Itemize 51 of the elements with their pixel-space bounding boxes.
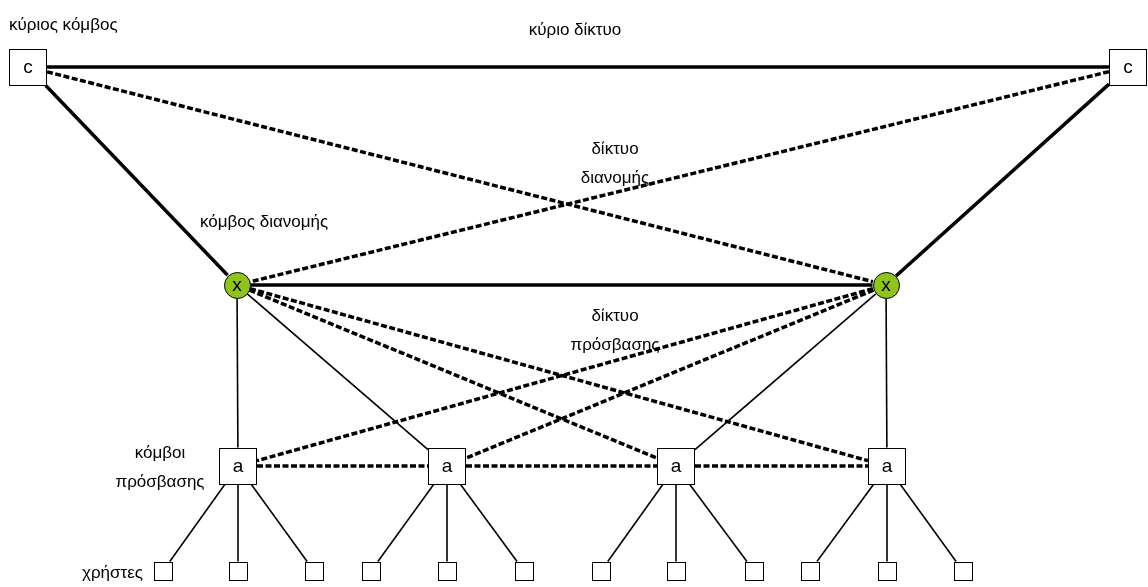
connector-line (250, 283, 873, 287)
connector-line (465, 288, 875, 460)
connector-line (466, 464, 657, 468)
connector-line (816, 483, 875, 563)
node-box (877, 561, 897, 581)
node-caption: κύριος κόμβος (9, 14, 118, 36)
connector-line (607, 483, 664, 563)
network-label: δίκτυο διανομής (579, 138, 651, 189)
node-box: a (428, 447, 466, 485)
node-box (153, 561, 173, 581)
node-caption: χρήστες (82, 562, 144, 584)
connector-line (44, 84, 229, 277)
node-box: c (1109, 48, 1147, 86)
connector-line (459, 483, 518, 563)
network-label: κύριο δίκτυο (527, 19, 623, 41)
node-box (744, 561, 764, 581)
node-box (514, 561, 534, 581)
connector-line (236, 297, 239, 449)
connector-line (894, 82, 1111, 278)
node-box (800, 561, 820, 581)
connector-line (688, 483, 748, 563)
connector-line (886, 483, 888, 563)
node-box (953, 561, 973, 581)
connector-line (46, 70, 874, 284)
node-caption: κόμβος διανομής (200, 211, 329, 233)
node-box (437, 561, 457, 581)
node-box (228, 561, 248, 581)
connector-line (47, 65, 1109, 69)
node-box: c (9, 48, 47, 86)
node-box: a (657, 447, 695, 485)
connector-line (249, 69, 1110, 284)
node-box (304, 561, 324, 581)
connector-line (237, 483, 239, 563)
connector-line (695, 464, 868, 468)
connector-line (694, 293, 877, 451)
node-box (666, 561, 686, 581)
connector-line (377, 483, 435, 563)
node-box (591, 561, 611, 581)
connector-line (885, 297, 888, 449)
node-box (361, 561, 381, 581)
connector-line (446, 483, 448, 563)
connector-line (169, 483, 226, 563)
network-label: δίκτυο πρόσβασης (569, 305, 661, 356)
node-box: a (868, 447, 906, 485)
connector-line (257, 464, 428, 468)
node-box: a (219, 447, 257, 485)
connector-line (246, 293, 429, 451)
connector-line (250, 483, 308, 563)
connector-line (899, 483, 957, 563)
node-caption: κόμβοι πρόσβασης (114, 442, 206, 493)
connector-line (675, 483, 677, 563)
